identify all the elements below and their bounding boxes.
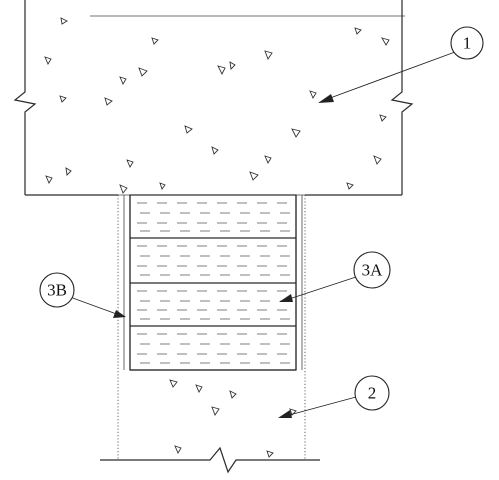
slab-aggregate-marks	[44, 17, 390, 194]
column-aggregate-marks	[169, 379, 297, 458]
callout-1: 1	[318, 26, 484, 103]
callout-3b-circle	[39, 272, 75, 308]
callout-2-circle	[354, 375, 390, 411]
callout-3a-circle	[353, 251, 391, 289]
callout-1-circle	[450, 26, 484, 60]
upper-concrete-slab	[13, 0, 414, 196]
callout-3b-label: 3B	[47, 281, 67, 300]
callout-2-arrowhead	[278, 410, 292, 418]
callout-3b: 3B	[39, 272, 126, 318]
callout-2: 2	[278, 375, 390, 418]
callout-3b-arrowhead	[113, 310, 126, 318]
lower-concrete-column	[100, 195, 320, 474]
callout-2-label: 2	[368, 384, 377, 403]
insert-hatch-pattern	[137, 202, 290, 364]
side-strip-3b	[123, 195, 303, 370]
callout-1-label: 1	[463, 34, 472, 53]
callout-3a: 3A	[279, 251, 391, 302]
callout-3a-label: 3A	[362, 261, 384, 280]
layered-insert-3a	[129, 194, 297, 371]
callout-3a-arrowhead	[279, 294, 293, 302]
callout-1-arrowhead	[318, 94, 334, 103]
